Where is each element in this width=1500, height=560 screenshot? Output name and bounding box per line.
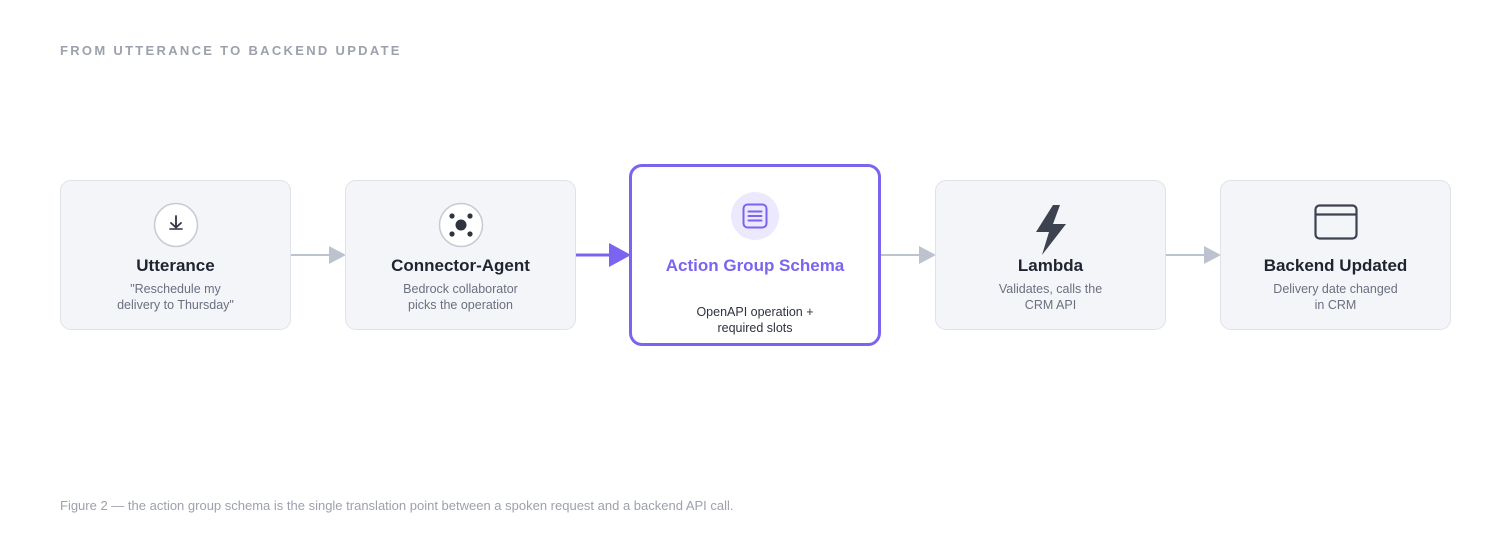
node-title: Action Group Schema [665, 256, 845, 275]
node-description: "Reschedule my delivery to Thursday" [117, 282, 234, 312]
flow-arrow [881, 246, 936, 264]
browser-window-icon [1313, 204, 1358, 240]
node-title: Backend Updated [1263, 256, 1408, 275]
node-description: OpenAPI operation + required slots [696, 305, 814, 335]
node-lambda: Lambda Validates, calls the CRM API [935, 180, 1166, 330]
node-description: Validates, calls the CRM API [998, 282, 1103, 312]
node-description: Bedrock collaborator picks the operation [403, 282, 518, 312]
node-title: Lambda [1017, 256, 1084, 275]
node-backend-updated: Backend Updated Delivery date changed in… [1220, 180, 1451, 330]
flow-arrow [291, 246, 346, 264]
node-title: Utterance [136, 256, 215, 275]
diagram-heading: FROM UTTERANCE TO BACKEND UPDATE [60, 43, 402, 58]
node-action-group-schema: Action Group Schema OpenAPI operation + … [629, 164, 881, 346]
flow-arrow [1166, 246, 1221, 264]
flow-arrow-highlighted [576, 243, 631, 267]
lightning-bolt-icon [1035, 205, 1066, 255]
node-title: Connector-Agent [391, 256, 530, 275]
node-description: Delivery date changed in CRM [1273, 282, 1398, 312]
figure-caption: Figure 2 — the action group schema is th… [60, 498, 734, 513]
document-lines-icon [731, 192, 779, 240]
node-utterance: Utterance "Reschedule my delivery to Thu… [60, 180, 291, 330]
agent-hub-circle-icon [438, 202, 483, 248]
node-connector-agent: Connector-Agent Bedrock collaborator pic… [345, 180, 576, 330]
download-arrow-circle-icon [153, 202, 198, 248]
